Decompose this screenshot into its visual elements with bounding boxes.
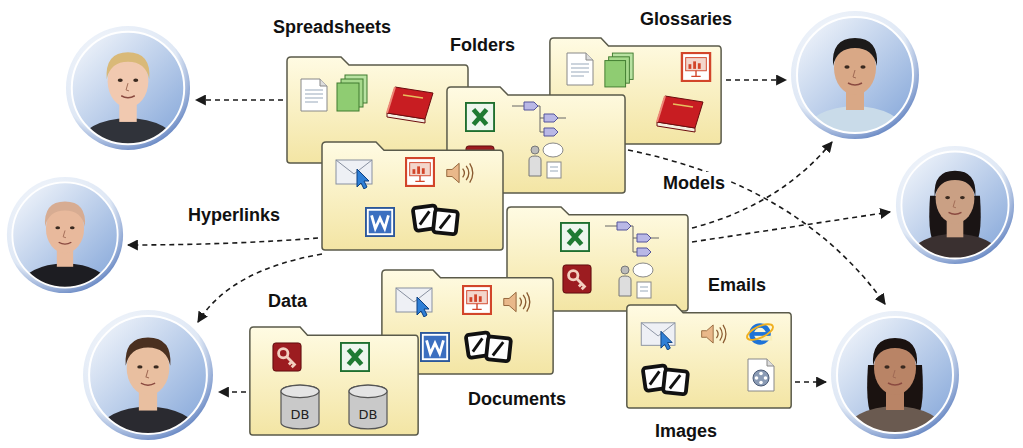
model-icon <box>512 102 566 136</box>
audio-icon <box>447 163 473 182</box>
person-photo <box>65 25 191 156</box>
dashed-arrow <box>198 254 322 322</box>
dashed-arrow <box>628 150 885 304</box>
user-icon <box>619 263 653 298</box>
category-label: Documents <box>468 388 566 410</box>
image-icon <box>643 365 688 394</box>
folder <box>250 327 418 435</box>
model-icon <box>605 222 659 256</box>
category-label: Spreadsheets <box>273 16 391 38</box>
person-photo <box>82 309 214 446</box>
dashed-arrow <box>196 99 283 101</box>
person-photo <box>830 310 960 445</box>
category-label: Images <box>655 420 717 442</box>
dashed-arrow <box>795 381 826 383</box>
database-label: DB <box>359 407 378 423</box>
audio-icon <box>702 325 726 343</box>
database-icon <box>563 265 591 293</box>
presentation-icon <box>682 53 710 81</box>
category-label: Models <box>660 172 728 194</box>
word-icon <box>421 333 449 361</box>
browser-icon <box>745 321 775 343</box>
folder <box>322 142 503 250</box>
video-icon <box>748 359 774 391</box>
pages-icon <box>605 53 633 87</box>
document-icon <box>301 79 327 111</box>
database-label: DB <box>291 407 310 423</box>
dashed-arrow <box>219 391 246 393</box>
audio-icon <box>504 292 530 311</box>
document-icon <box>567 53 593 85</box>
email-icon <box>396 288 432 317</box>
image-icon <box>466 332 511 361</box>
spreadsheet-icon <box>341 343 369 371</box>
word-icon <box>366 208 394 236</box>
pages-icon <box>337 75 367 111</box>
database-cylinder: DB <box>280 384 320 430</box>
category-label: Folders <box>450 34 515 56</box>
email-icon <box>641 323 675 350</box>
person-photo <box>895 145 1015 270</box>
book-icon <box>657 96 703 132</box>
database-cylinder: DB <box>348 384 388 430</box>
user-icon <box>529 143 563 178</box>
book-icon <box>387 87 433 123</box>
presentation-icon <box>463 286 491 314</box>
dashed-arrow <box>128 238 318 245</box>
dashed-arrow <box>692 212 890 242</box>
spreadsheet-icon <box>561 223 589 251</box>
category-label: Hyperlinks <box>188 204 280 226</box>
folder <box>627 305 791 408</box>
category-label: Emails <box>705 274 769 296</box>
person-photo <box>790 10 920 145</box>
database-icon <box>273 343 301 371</box>
email-icon <box>336 160 372 189</box>
spreadsheet-icon <box>466 103 494 131</box>
category-label: Glossaries <box>640 8 732 30</box>
dashed-arrow <box>726 79 786 81</box>
category-label: Data <box>268 290 307 312</box>
presentation-icon <box>406 158 434 186</box>
image-icon <box>413 205 458 234</box>
person-photo <box>6 176 124 299</box>
